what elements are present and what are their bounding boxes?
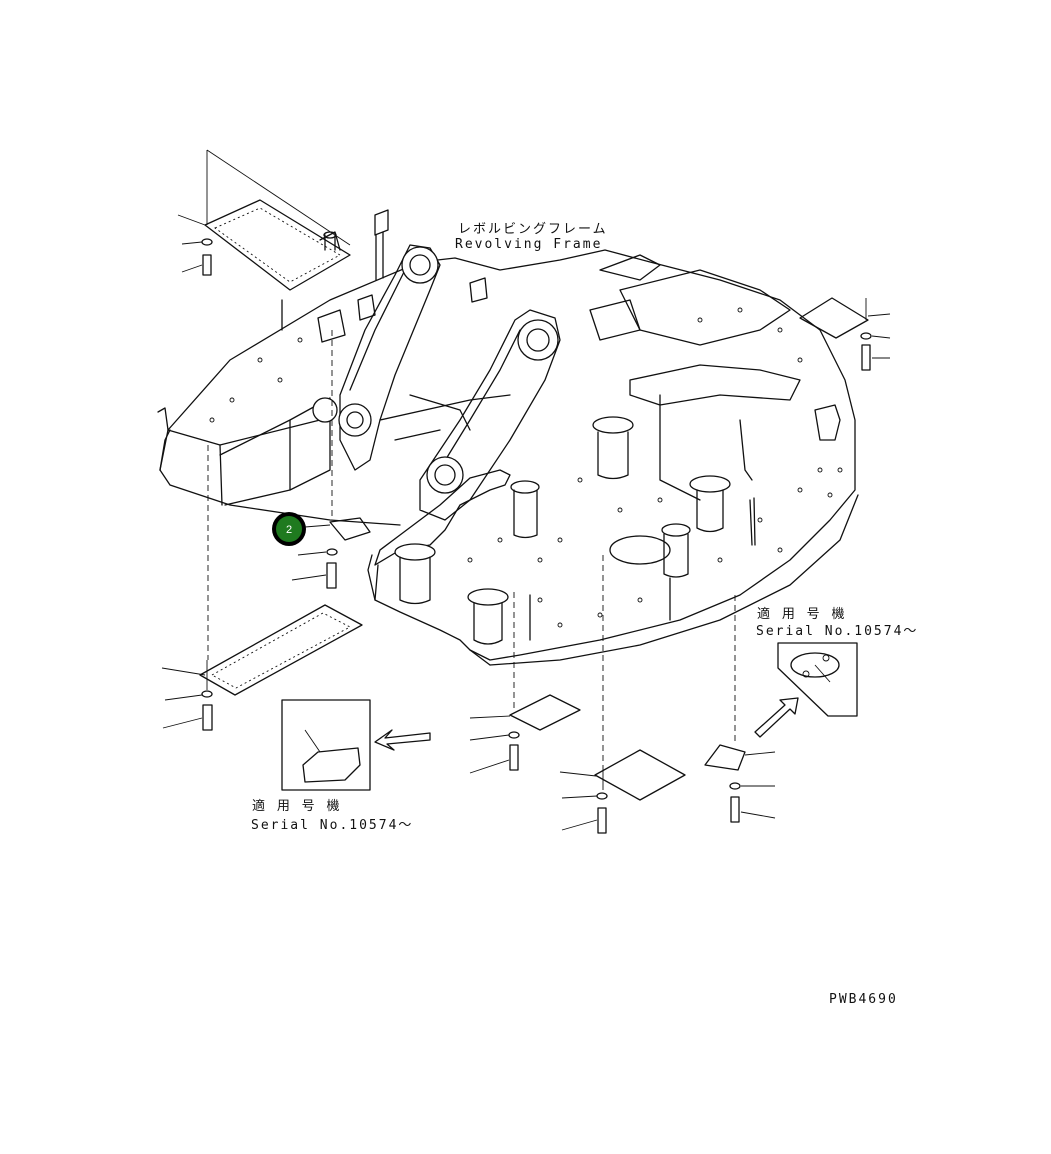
drawing-code: PWB4690: [829, 992, 898, 1007]
cylinder-group: [394, 416, 731, 645]
serial-left-jp: 適 用 号 機: [252, 798, 341, 814]
callout-2-marker[interactable]: 2: [272, 512, 306, 546]
serial-right-en: Serial No.10574～: [756, 624, 918, 639]
serial-right-jp: 適 用 号 機: [757, 606, 846, 622]
serial-left-en: Serial No.10574～: [251, 818, 413, 833]
callout-number: 2: [286, 524, 292, 536]
callout-fill: [276, 516, 302, 542]
frame-label-en: Revolving Frame: [455, 237, 602, 252]
revolving-frame-drawing: [157, 149, 891, 834]
frame-label-jp: レボルビングフレーム: [458, 222, 608, 237]
